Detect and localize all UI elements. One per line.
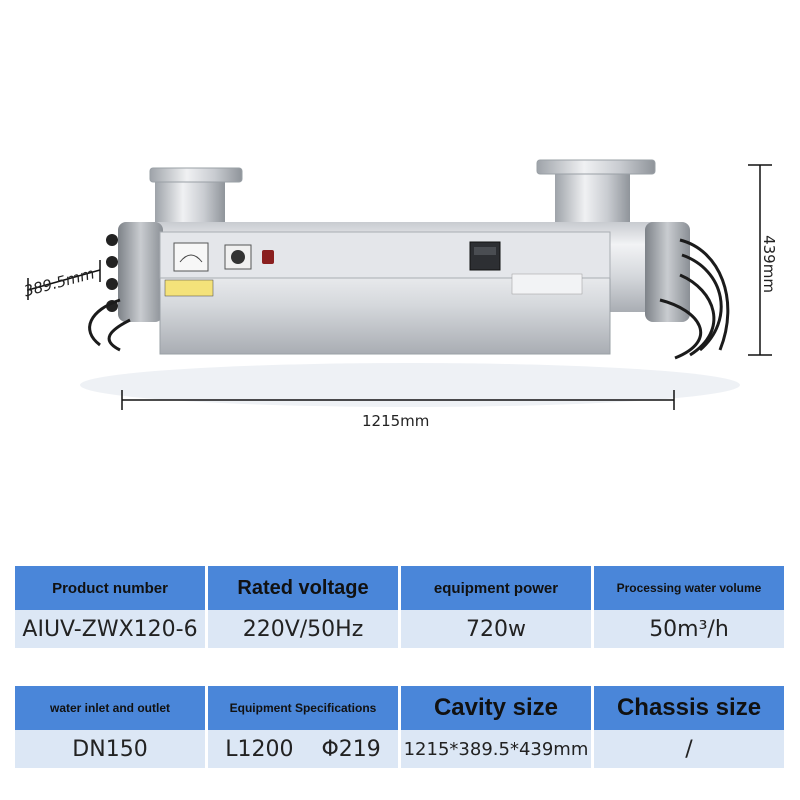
right-end-cap (645, 222, 690, 322)
spec-table-2-value-row: DN150 L1200 Φ219 1215*389.5*439mm / (15, 730, 784, 768)
control-box (159, 231, 611, 355)
header-product-number: Product number (15, 566, 205, 610)
header-cavity-size: Cavity size (401, 686, 591, 730)
spec-table-1-header-row: Product number Rated voltage equipment p… (15, 566, 784, 610)
power-cables (88, 238, 730, 360)
header-water-inlet-outlet: water inlet and outlet (15, 686, 205, 730)
left-end-cap (118, 222, 163, 322)
value-rated-voltage: 220V/50Hz (208, 610, 398, 648)
value-water-inlet-outlet: DN150 (15, 730, 205, 768)
nameplate (511, 273, 583, 295)
value-product-number: AIUV-ZWX120-6 (15, 610, 205, 648)
spec-table-2: water inlet and outlet Equipment Specifi… (12, 686, 787, 768)
length-dimension-label: 1215mm (362, 412, 430, 430)
warning-label (164, 279, 214, 297)
value-chassis-size: / (594, 730, 784, 768)
floor-reflection (80, 363, 740, 407)
spec-table-1: Product number Rated voltage equipment p… (12, 566, 787, 648)
spec-table-1-value-row: AIUV-ZWX120-6 220V/50Hz 720w 50m³/h (15, 610, 784, 648)
header-chassis-size: Chassis size (594, 686, 784, 730)
height-dimension-label: 439mm (759, 235, 778, 293)
header-equipment-power: equipment power (401, 566, 591, 610)
indicator-lamp (262, 250, 274, 264)
dimension-lines (27, 164, 772, 410)
uv-sterilizer-image (27, 159, 772, 410)
header-rated-voltage: Rated voltage (208, 566, 398, 610)
header-equipment-specifications: Equipment Specifications (208, 686, 398, 730)
digital-display (469, 241, 501, 271)
value-cavity-size: 1215*389.5*439mm (401, 730, 591, 768)
value-processing-water-volume: 50m³/h (594, 610, 784, 648)
spec-table-2-header-row: water inlet and outlet Equipment Specifi… (15, 686, 784, 730)
header-processing-water-volume: Processing water volume (594, 566, 784, 610)
value-equipment-specifications: L1200 Φ219 (208, 730, 398, 768)
ammeter (173, 242, 209, 272)
value-equipment-power: 720w (401, 610, 591, 648)
